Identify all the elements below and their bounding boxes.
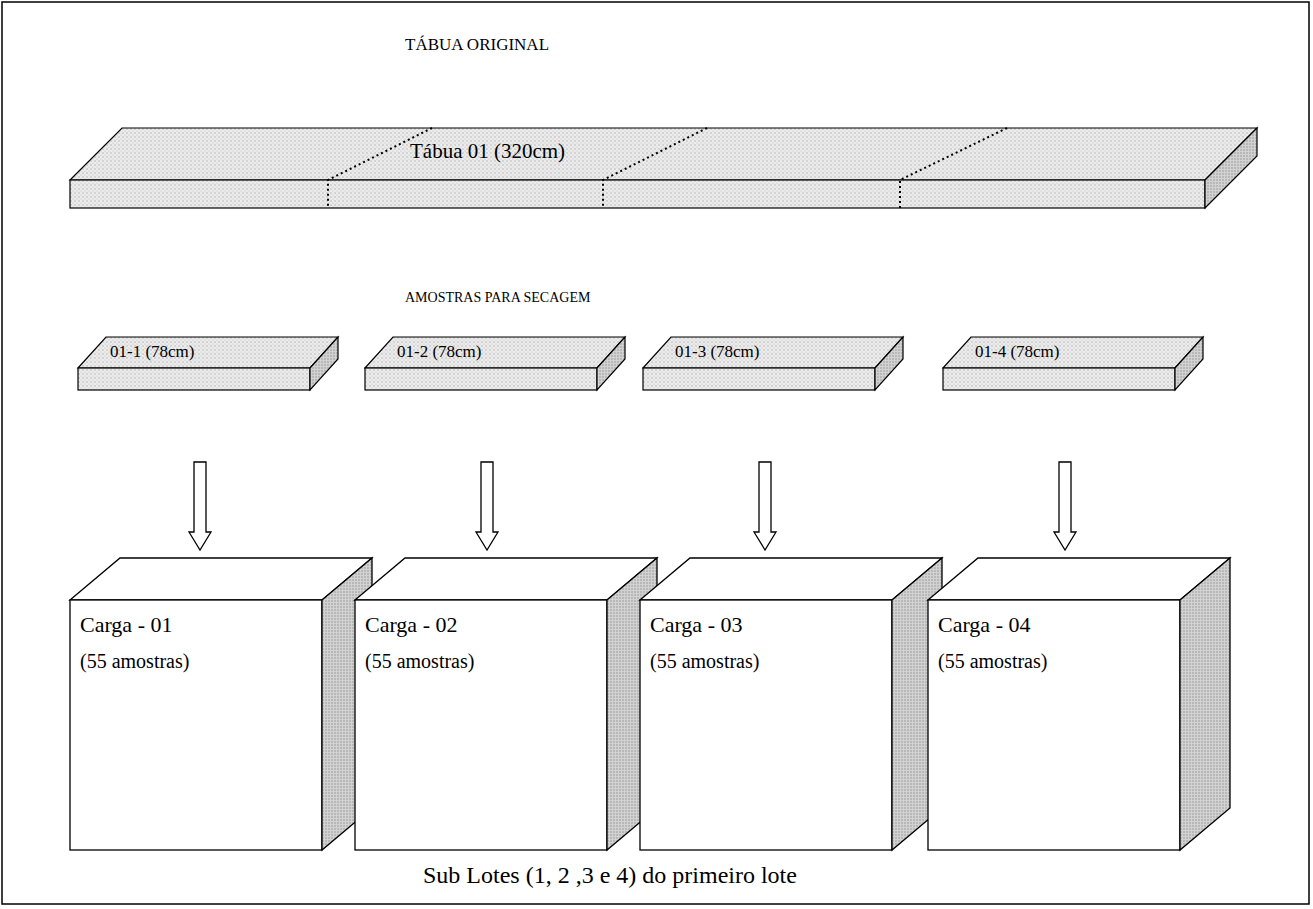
board-label: 01-4 (78cm) [975,342,1060,362]
figure-caption: Sub Lotes (1, 2 ,3 e 4) do primeiro lote [423,862,797,890]
cube-outline [70,558,372,850]
board-label: 01-3 (78cm) [675,342,760,362]
load-cube: Carga - 02 (55 amostras) [355,558,657,850]
load-cube: Carga - 04 (55 amostras) [928,558,1230,850]
wood-board: Tábua 01 (320cm) [70,128,1257,208]
sample-count: (55 amostras) [938,650,1047,673]
load-name: Carga - 03 [650,612,742,637]
wood-board: 01-3 (78cm) [643,337,903,390]
wood-board: 01-4 (78cm) [943,337,1203,390]
load-cube: Carga - 03 (55 amostras) [640,558,942,850]
hollow-arrow [476,462,498,550]
cube-outline [355,558,657,850]
board-label: Tábua 01 (320cm) [410,139,565,163]
cube-outline [640,558,942,850]
cut-line [900,128,1007,208]
sample-count: (55 amostras) [365,650,474,673]
sample-count: (55 amostras) [80,650,189,673]
cut-line [603,128,707,208]
cube-outline [928,558,1230,850]
section-heading: TÁBUA ORIGINAL [405,35,549,55]
wood-board: 01-1 (78cm) [78,337,338,390]
load-name: Carga - 01 [80,612,172,637]
board-outline [70,128,1257,208]
load-name: Carga - 04 [938,612,1030,637]
sample-count: (55 amostras) [650,650,759,673]
load-cube: Carga - 01 (55 amostras) [70,558,372,850]
hollow-arrow [754,462,776,550]
board-label: 01-1 (78cm) [110,342,195,362]
section-heading: AMOSTRAS PARA SECAGEM [405,290,590,306]
board-label: 01-2 (78cm) [397,342,482,362]
hollow-arrow [189,462,211,550]
load-name: Carga - 02 [365,612,457,637]
wood-board: 01-2 (78cm) [365,337,625,390]
hollow-arrow [1054,462,1076,550]
